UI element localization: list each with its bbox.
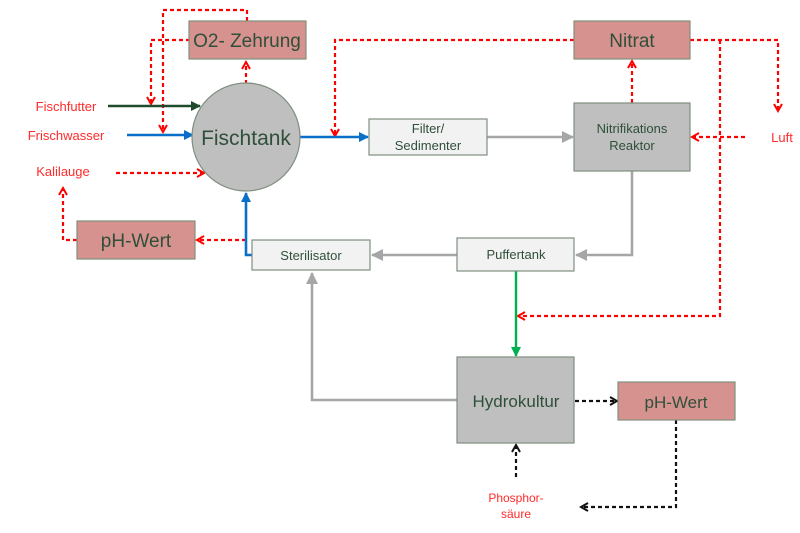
nitrat-to-luft-line (690, 38, 778, 111)
node-ph-wert-right[interactable]: pH-Wert (617, 381, 736, 421)
frischwasser-label: Frischwasser (28, 128, 105, 143)
node-hydrokultur[interactable]: Hydrokultur (456, 356, 575, 444)
node-nitrat[interactable]: Nitrat (573, 20, 691, 60)
flow-lines (108, 101, 634, 402)
ph-right-to-phosphor-line (581, 420, 678, 507)
hydrokultur-label: Hydrokultur (473, 392, 560, 411)
phosphorsaeure-label-line1: Phosphor- (488, 491, 543, 505)
sterilisator-to-fischtank-line (241, 192, 252, 257)
fischtank-label: Fischtank (201, 127, 291, 150)
reaktor-label-line1: Nitrifikations (597, 121, 668, 136)
nitrat-to-hydrokultur-feed-line (518, 40, 722, 316)
puffertank-label: Puffertank (486, 247, 546, 262)
phosphorsaeure-label-line2: säure (501, 507, 531, 521)
sterilisator-label: Sterilisator (280, 248, 342, 263)
node-ph-wert-left[interactable]: pH-Wert (76, 220, 196, 260)
node-sterilisator[interactable]: Sterilisator (251, 239, 371, 271)
input-labels: Fischfutter Frischwasser Kalilauge Luft … (28, 99, 794, 521)
ph-wert-right-label: pH-Wert (645, 393, 708, 412)
node-puffertank[interactable]: Puffertank (456, 237, 575, 272)
nitrat-label: Nitrat (609, 31, 655, 52)
hydrokultur-to-sterilisator-line (306, 272, 457, 402)
fischfutter-label: Fischfutter (36, 99, 97, 114)
node-fischtank[interactable]: Fischtank (191, 82, 301, 192)
signal-lines (63, 8, 778, 316)
o2-to-frischwasser-line (163, 8, 249, 132)
kalilauge-label: Kalilauge (36, 164, 90, 179)
node-o2-zehrung[interactable]: O2- Zehrung (188, 20, 307, 60)
node-filter-sedimenter[interactable]: Filter/ Sedimenter (368, 118, 488, 156)
nitrat-to-flow-line (335, 38, 574, 136)
node-nitrifikations-reaktor[interactable]: Nitrifikations Reaktor (573, 102, 691, 172)
o2-zehrung-label: O2- Zehrung (193, 31, 301, 52)
filter-label-line1: Filter/ (412, 121, 445, 136)
reaktor-label-line2: Reaktor (609, 138, 655, 153)
ph-wert-left-label: pH-Wert (101, 231, 172, 252)
o2-to-fischfutter-line (151, 38, 190, 104)
reaktor-to-puffertank-line (575, 171, 634, 261)
ph-to-kalilauge-line (63, 188, 77, 242)
luft-label: Luft (771, 130, 793, 145)
filter-label-line2: Sedimenter (395, 138, 462, 153)
control-lines (516, 401, 678, 507)
